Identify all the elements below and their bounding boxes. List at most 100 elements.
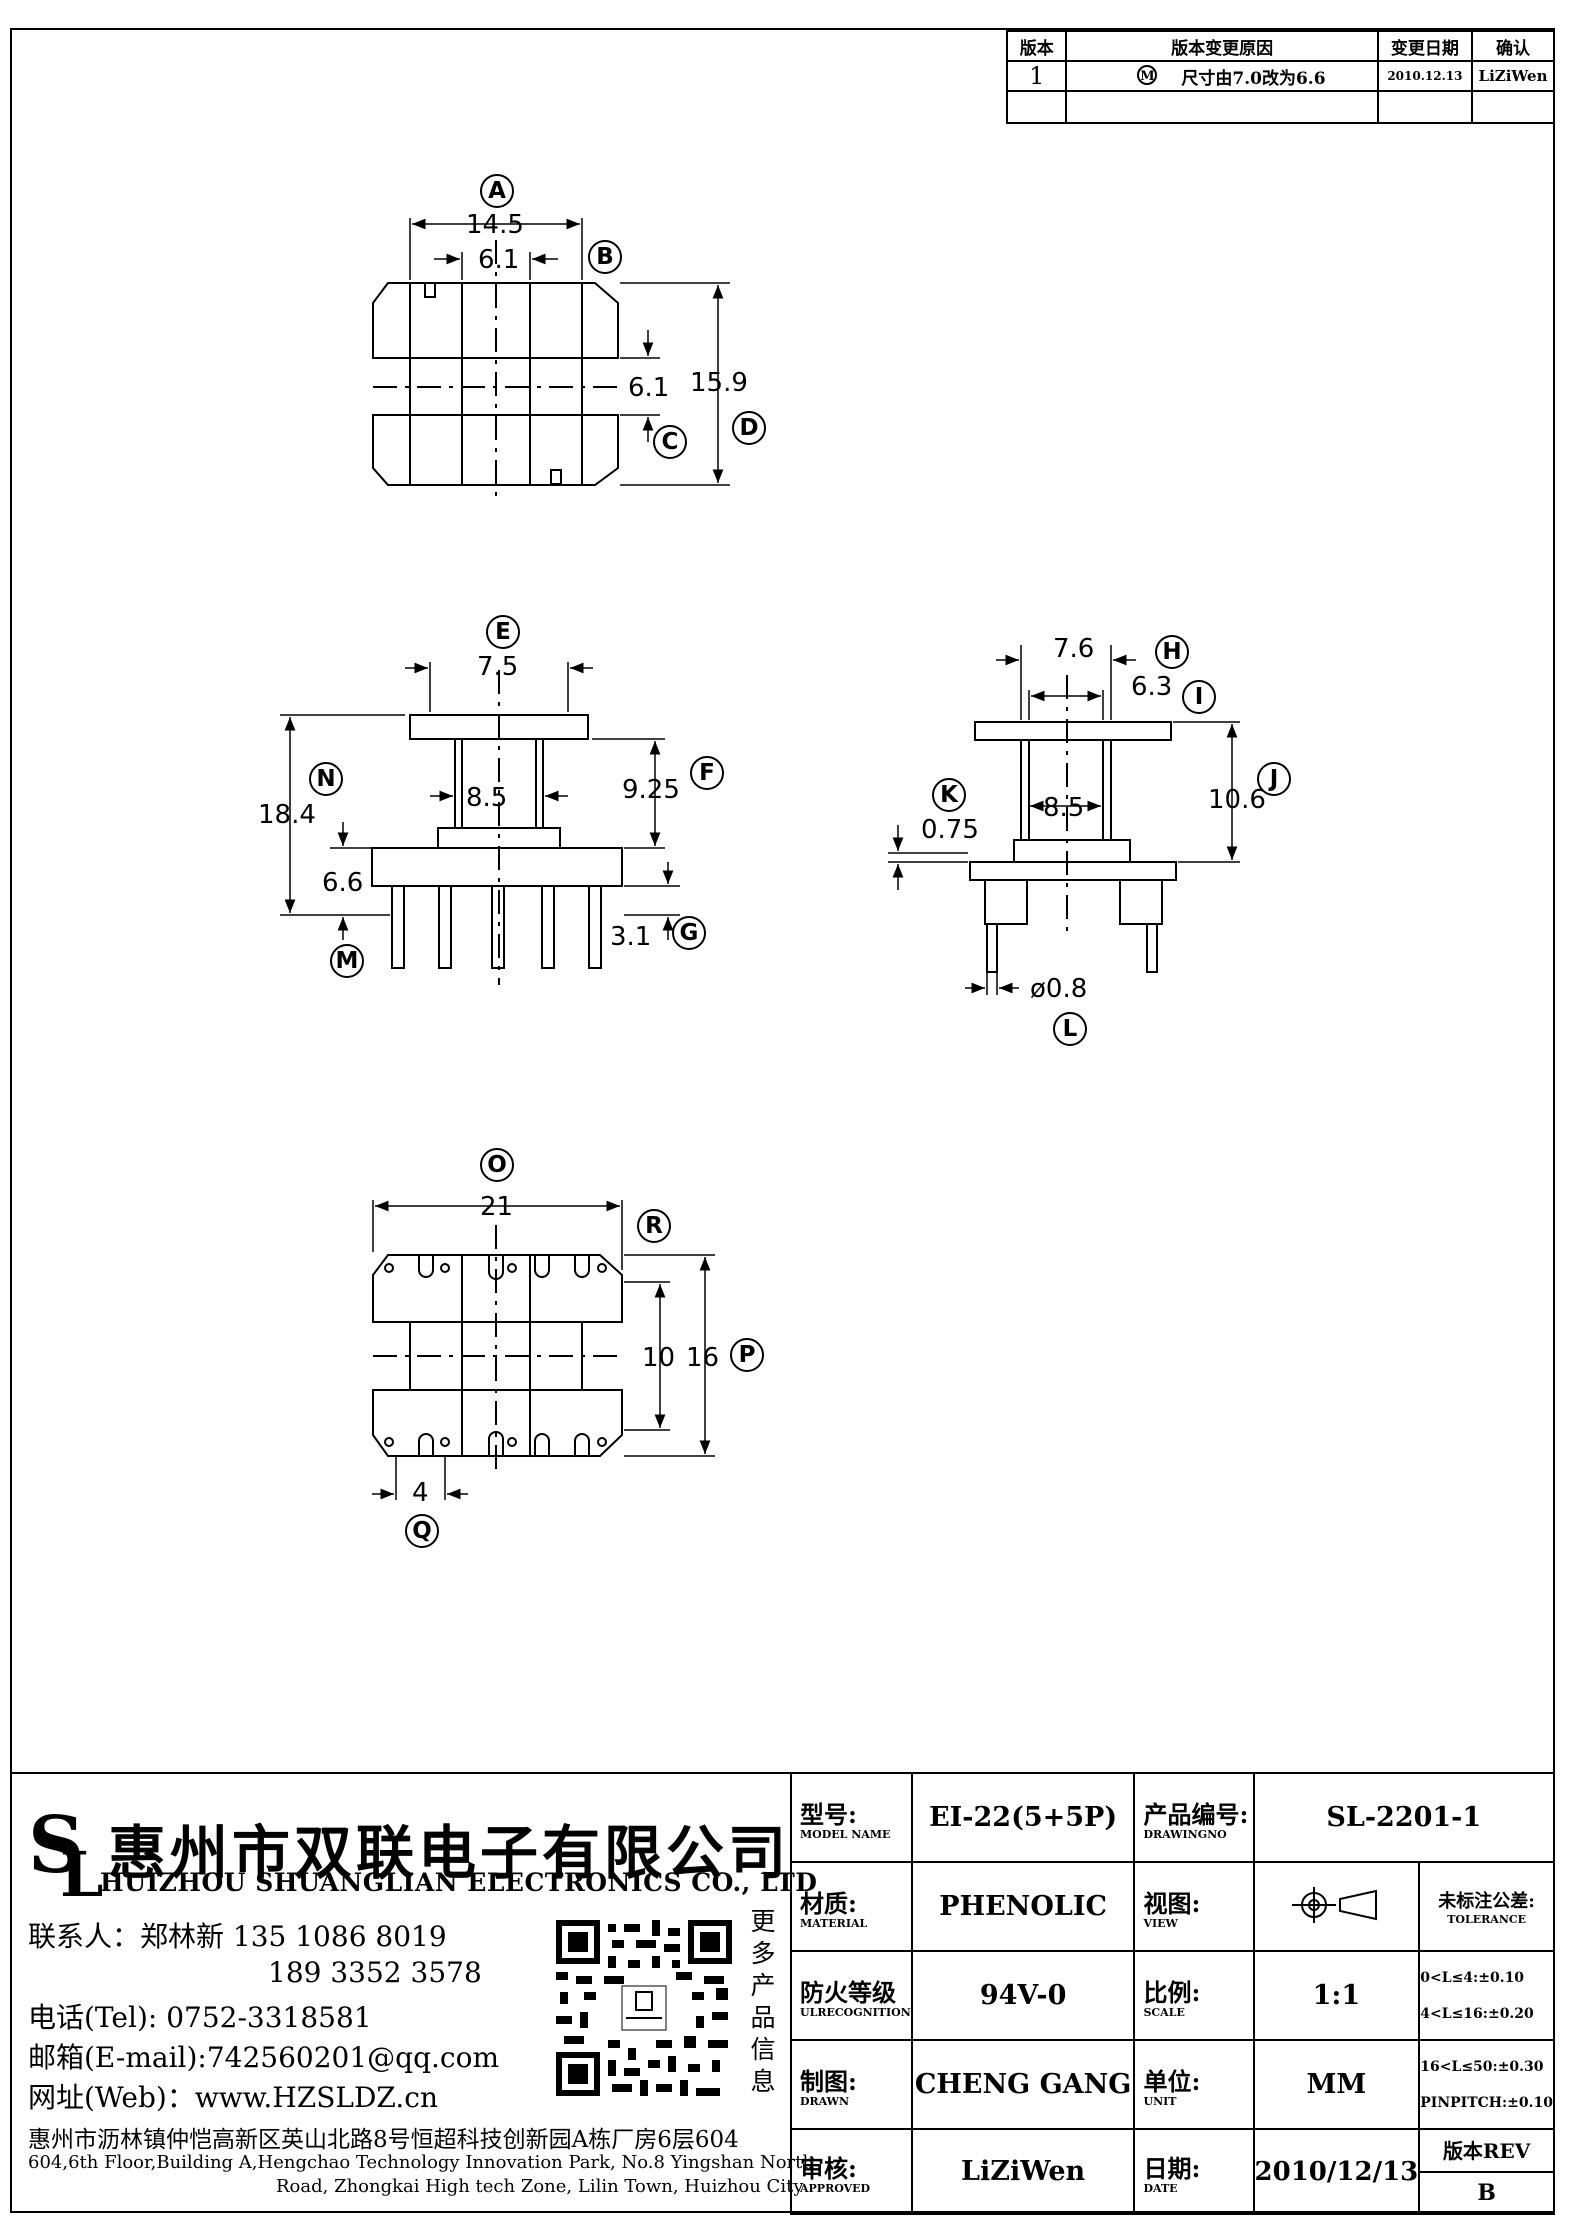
callout-e: E	[486, 615, 520, 649]
projection-symbol-icon	[1292, 1886, 1378, 1923]
address-en-1: 604,6th Floor,Building A,Hengchao Techno…	[28, 2152, 814, 2173]
callout-q: Q	[405, 1514, 439, 1548]
dim-c-value: 6.1	[628, 373, 670, 403]
model-label-cell: 型号: MODEL NAME	[790, 1772, 913, 1863]
qr-caption: 更多产品信息	[750, 1907, 776, 2096]
dim-e-value: 7.5	[477, 652, 519, 682]
date-value: 2010/12/13	[1252, 2128, 1421, 2215]
approved-label: 审核:	[800, 2153, 857, 2183]
drawn-label-en: DRAWN	[800, 2094, 850, 2108]
title-block-table: 型号: MODEL NAME EI-22(5+5P) 产品编号: DRAWING…	[790, 1772, 1556, 2215]
dim-f-value: 9.25	[622, 775, 680, 805]
callout-f: F	[690, 756, 724, 790]
drawn-value: CHENG GANG	[910, 2039, 1136, 2130]
front-view	[280, 662, 680, 985]
callout-g: G	[672, 916, 706, 950]
fire-label-cell: 防火等级 ULRECOGNITION	[790, 1950, 913, 2041]
contact-phone2: 189 3352 3578	[268, 1956, 482, 1989]
drawing-no-value: SL-2201-1	[1252, 1772, 1556, 1863]
approved-label-cell: 审核: APPROVED	[790, 2128, 913, 2215]
view-label: 视图:	[1143, 1888, 1201, 1918]
dim-h-value: 7.6	[1053, 634, 1095, 664]
dim-l-value: ø0.8	[1030, 974, 1088, 1004]
date-label: 日期:	[1143, 2153, 1201, 2183]
dim-j-value: 10.6	[1208, 785, 1266, 815]
rev-label: 版本REV	[1421, 2131, 1553, 2173]
contact-web: 网址(Web)：www.HZSLDZ.cn	[28, 2081, 438, 2114]
fire-value: 94V-0	[910, 1950, 1136, 2041]
scale-value: 1:1	[1252, 1950, 1421, 2041]
drawn-label: 制图:	[800, 2066, 857, 2096]
callout-c: C	[653, 425, 687, 459]
projection-symbol-cell	[1252, 1861, 1421, 1952]
scale-label-cell: 比例: SCALE	[1133, 1950, 1255, 2041]
rev-cell: 版本REV B	[1418, 2128, 1555, 2215]
address-en-2: Road, Zhongkai High tech Zone, Lilin Tow…	[276, 2176, 804, 2197]
callout-i: I	[1182, 680, 1216, 714]
callout-m: M	[330, 944, 364, 978]
dim-i-value: 6.3	[1131, 672, 1173, 702]
model-value: EI-22(5+5P)	[910, 1772, 1136, 1863]
drawing-frame	[10, 28, 1555, 2213]
unit-label-en: UNIT	[1143, 2094, 1177, 2108]
dim-g-value: 3.1	[610, 922, 652, 952]
dim-p-value: 16	[686, 1343, 720, 1373]
date-label-cell: 日期: DATE	[1133, 2128, 1255, 2215]
rev-reason: 尺寸由7.0改为6.6	[1181, 68, 1326, 89]
svg-text:L: L	[60, 1838, 102, 1900]
rev-header-confirm: 确认	[1471, 30, 1555, 62]
company-block	[10, 1772, 790, 2213]
rev-header-date: 变更日期	[1376, 30, 1474, 62]
callout-b: B	[588, 240, 622, 274]
contact-person: 联系人：郑林新 135 1086 8019	[28, 1920, 447, 1953]
dim-d-value: 15.9	[690, 368, 748, 398]
dim-k-value: 0.75	[921, 815, 979, 845]
tolerance-label: 未标注公差:	[1438, 1891, 1535, 1912]
qr-code	[556, 1920, 732, 2096]
dim-o-value: 21	[480, 1192, 514, 1222]
rev-value: B	[1477, 2179, 1496, 2206]
revision-table: 版本 版本变更原因 变更日期 确认 1 M 尺寸由7.0改为6.6 2010.1…	[1005, 30, 1555, 124]
scale-label-en: SCALE	[1143, 2005, 1185, 2019]
svg-text:S: S	[28, 1800, 84, 1891]
view-label-cell: 视图: VIEW	[1133, 1861, 1255, 1952]
dim-m-value: 6.6	[322, 868, 364, 898]
callout-l: L	[1053, 1012, 1087, 1046]
drawing-no-label-en: DRAWINGNO	[1143, 1827, 1227, 1841]
callout-o: O	[480, 1148, 514, 1182]
drawing-no-label: 产品编号:	[1143, 1799, 1249, 1829]
callout-a: A	[480, 174, 514, 208]
approved-label-en: APPROVED	[800, 2181, 871, 2195]
contact-tel: 电话(Tel): 0752-3318581	[28, 2001, 372, 2034]
company-name-cn: 惠州市双联电子有限公司	[108, 1819, 791, 1887]
address-cn: 惠州市沥林镇仲恺高新区英山北路8号恒超科技创新园A栋厂房6层604	[28, 2127, 739, 2153]
dim-side-core-value: 8.5	[1043, 793, 1085, 823]
dim-n-value: 18.4	[258, 800, 316, 830]
callout-k: K	[932, 778, 966, 812]
callout-p: P	[730, 1338, 764, 1372]
dim-inner-value: 10	[642, 1343, 676, 1373]
rev-reason-cell: M 尺寸由7.0改为6.6	[1065, 60, 1379, 92]
drawn-label-cell: 制图: DRAWN	[790, 2039, 913, 2130]
scale-label: 比例:	[1143, 1977, 1201, 2007]
material-label-en: MATERIAL	[800, 1916, 868, 1930]
rev-header-reason: 版本变更原因	[1065, 30, 1379, 62]
dim-b-value: 6.1	[478, 245, 520, 275]
tolerance-2: 4<L≤16:±0.20	[1420, 2005, 1534, 2022]
top-view	[372, 218, 730, 500]
unit-label: 单位:	[1143, 2066, 1201, 2096]
tolerance-1: 0<L≤4:±0.10	[1420, 1969, 1525, 1986]
material-label: 材质:	[800, 1888, 857, 1918]
tolerance-list-2: 16<L≤50:±0.30 PINPITCH:±0.10	[1418, 2039, 1555, 2130]
date-label-en: DATE	[1143, 2181, 1178, 2195]
company-logo: S L	[28, 1800, 102, 1900]
model-label-en: MODEL NAME	[800, 1827, 891, 1841]
tolerance-4: PINPITCH:±0.10	[1420, 2094, 1553, 2111]
callout-r: R	[637, 1209, 671, 1243]
callout-n: N	[309, 762, 343, 796]
tolerance-list-1: 0<L≤4:±0.10 4<L≤16:±0.20	[1418, 1950, 1555, 2041]
callout-j: J	[1257, 762, 1291, 796]
callout-d: D	[732, 411, 766, 445]
company-name-en: HUIZHOU SHUANGLIAN ELECTRONICS CO., LTD	[100, 1868, 818, 1897]
drawing-no-label-cell: 产品编号: DRAWINGNO	[1133, 1772, 1255, 1863]
